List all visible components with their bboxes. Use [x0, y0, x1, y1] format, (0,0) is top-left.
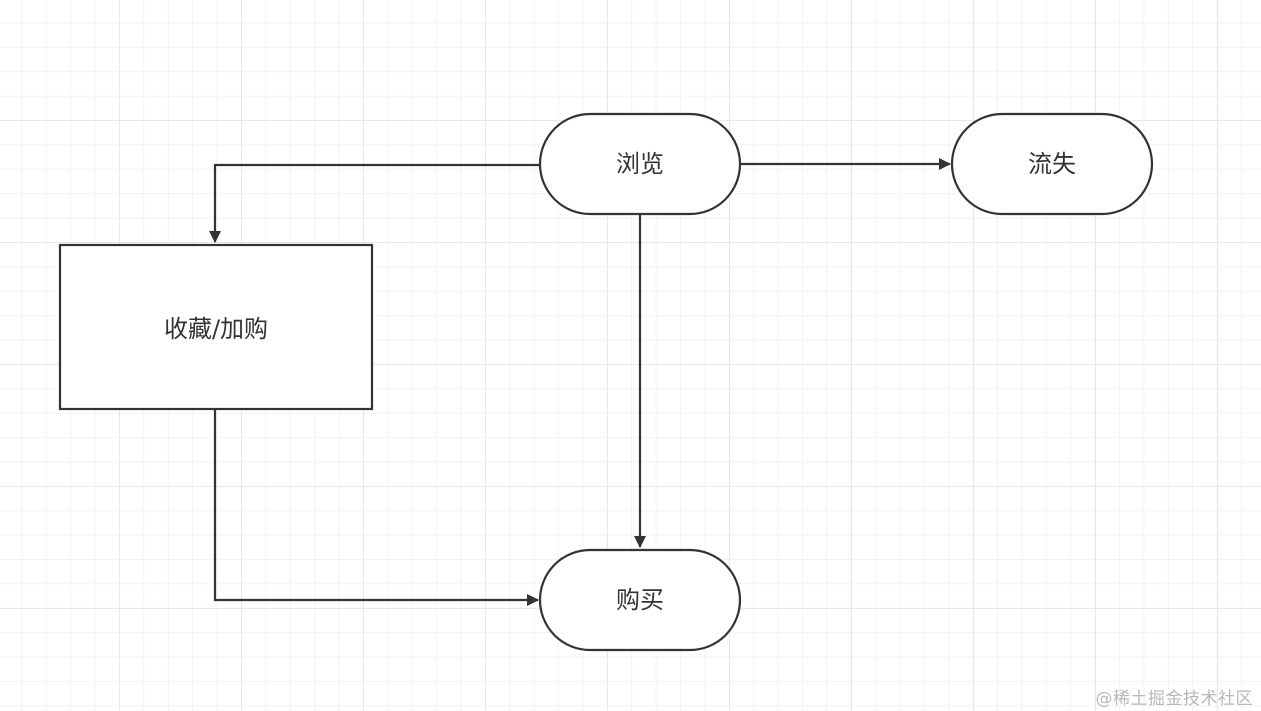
purchase-shape: [538, 548, 742, 652]
edge-browse-to-favorite-cart[interactable]: [209, 163, 540, 243]
node-purchase[interactable]: 购买: [538, 548, 742, 652]
favorite-cart-label: 收藏/加购: [164, 315, 268, 343]
browse-shape: [538, 112, 742, 216]
favorite-cart-shape: [58, 243, 374, 411]
edge-favorite-cart-to-purchase[interactable]: [213, 410, 539, 606]
purchase-label: 购买: [616, 586, 664, 614]
node-browse[interactable]: 浏览: [538, 112, 742, 216]
churn-shape: [950, 112, 1154, 216]
node-churn[interactable]: 流失: [950, 112, 1154, 216]
browse-label: 浏览: [616, 150, 664, 178]
churn-label: 流失: [1028, 150, 1076, 178]
watermark-text: @稀土掘金技术社区: [1095, 689, 1253, 709]
node-favorite-cart[interactable]: 收藏/加购: [58, 243, 374, 411]
